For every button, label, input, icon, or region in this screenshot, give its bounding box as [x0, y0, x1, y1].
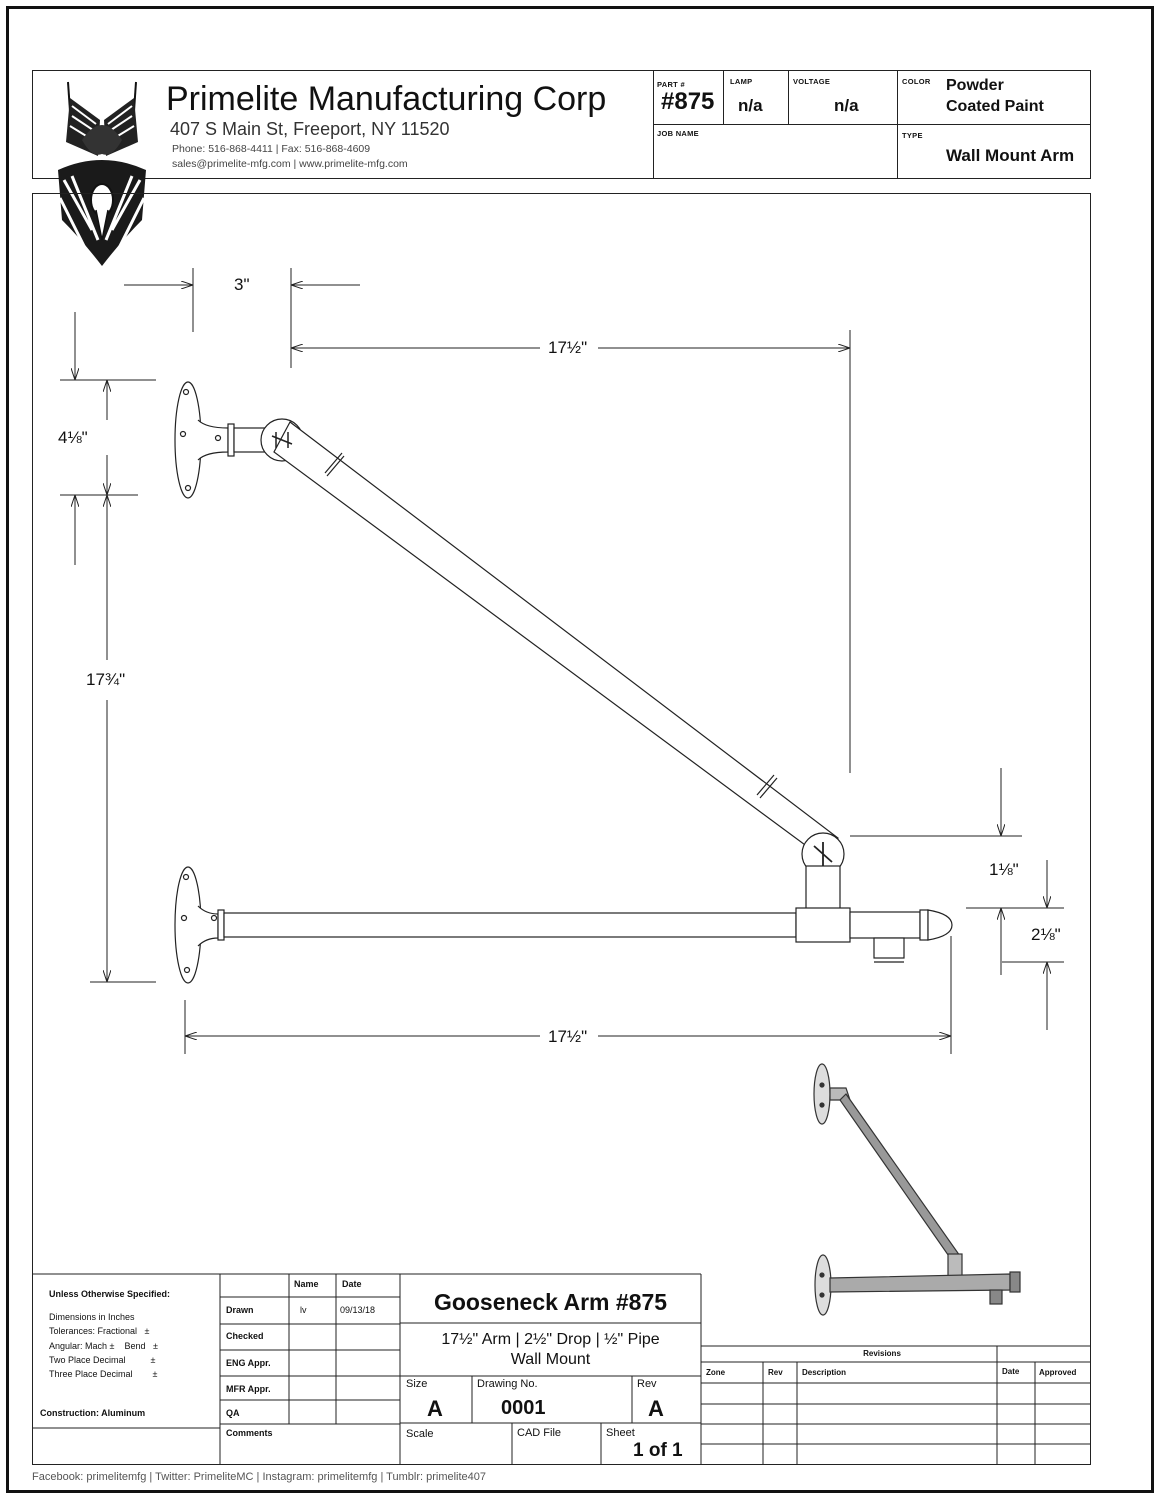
voltage-label: VOLTAGE — [793, 77, 831, 86]
voltage-value: n/a — [834, 96, 859, 115]
row-label-qa: QA — [226, 1408, 240, 1418]
cad-file-label: CAD File — [517, 1427, 562, 1439]
page-border — [6, 6, 1154, 1493]
social-footer: Facebook: primelitemfg | Twitter: Primel… — [32, 1471, 487, 1483]
dim-3in: 3" — [234, 275, 250, 295]
rev-col-date: Date — [1002, 1367, 1020, 1376]
drawing-subtitle-line1: 17½" Arm | 2½" Drop | ½" Pipe — [441, 1331, 660, 1348]
dim-1-1-8: 1⅛" — [989, 860, 1019, 880]
rev-col-description: Description — [802, 1368, 847, 1377]
drawn-name: lv — [300, 1305, 307, 1315]
header-divider — [723, 70, 724, 124]
drawing-frame — [32, 193, 1091, 1465]
size-label: Size — [406, 1378, 428, 1390]
dim-17-3-4: 17¾" — [86, 670, 126, 690]
spec-line: Dimensions in Inches — [49, 1312, 135, 1322]
job-name-label: JOB NAME — [657, 129, 699, 138]
col-date-header: Date — [342, 1279, 362, 1289]
dim-4-1-8: 4⅛" — [58, 428, 88, 448]
company-address: 407 S Main St, Freeport, NY 11520 — [170, 119, 450, 139]
sheet-label: Sheet — [606, 1427, 635, 1439]
spec-heading: Unless Otherwise Specified: — [49, 1289, 171, 1299]
drawn-date: 09/13/18 — [340, 1305, 376, 1315]
color-value-line1: Powder — [946, 77, 1004, 94]
dim-bottom-17-5: 17½" — [548, 1027, 588, 1047]
row-label-eng-appr: ENG Appr. — [226, 1358, 271, 1368]
spec-line: Tolerances: Fractional ± — [49, 1326, 150, 1336]
revisions-header: Revisions — [863, 1349, 901, 1358]
drawing-no-label: Drawing No. — [477, 1378, 538, 1390]
spec-line: Two Place Decimal ± — [49, 1355, 156, 1365]
construction-note: Construction: Aluminum — [40, 1408, 146, 1418]
rev-col-zone: Zone — [706, 1368, 726, 1377]
company-logo — [58, 81, 146, 266]
sheet-value: 1 of 1 — [633, 1440, 683, 1461]
lamp-label: LAMP — [730, 77, 753, 86]
spec-line: Three Place Decimal ± — [49, 1369, 158, 1379]
header-divider — [788, 70, 789, 124]
drawing-title: Gooseneck Arm #875 — [433, 1289, 668, 1315]
type-value: Wall Mount Arm — [946, 146, 1075, 165]
dim-top-17-5: 17½" — [548, 338, 588, 358]
rev-col-rev: Rev — [768, 1368, 783, 1377]
rev-col-approved: Approved — [1039, 1368, 1077, 1377]
drawing-subtitle-line2: Wall Mount — [510, 1351, 591, 1368]
scale-label: Scale — [406, 1428, 434, 1440]
drawing-no-value: 0001 — [501, 1397, 546, 1419]
header-divider — [653, 124, 1091, 125]
company-name: Primelite Manufacturing Corp — [166, 80, 607, 118]
row-label-drawn: Drawn — [226, 1305, 254, 1315]
row-label-checked: Checked — [226, 1331, 264, 1341]
color-value-line2: Coated Paint — [946, 98, 1044, 115]
header-divider — [897, 70, 898, 179]
part-label: PART # — [657, 80, 685, 89]
company-email-web: sales@primelite-mfg.com | www.primelite-… — [172, 158, 408, 170]
color-label: COLOR — [902, 77, 931, 86]
type-label: TYPE — [902, 131, 923, 140]
size-value: A — [427, 1396, 443, 1421]
rev-label: Rev — [637, 1378, 657, 1390]
lamp-value: n/a — [738, 96, 763, 115]
company-phone-fax: Phone: 516-868-4411 | Fax: 516-868-4609 — [172, 143, 371, 155]
rev-value: A — [648, 1396, 664, 1421]
row-label-mfr-appr: MFR Appr. — [226, 1384, 271, 1394]
part-value: #875 — [661, 88, 715, 115]
dim-2-1-8: 2⅛" — [1031, 925, 1061, 945]
col-name-header: Name — [294, 1279, 319, 1289]
spec-line: Angular: Mach ± Bend ± — [49, 1341, 158, 1351]
comments-label: Comments — [226, 1428, 273, 1438]
